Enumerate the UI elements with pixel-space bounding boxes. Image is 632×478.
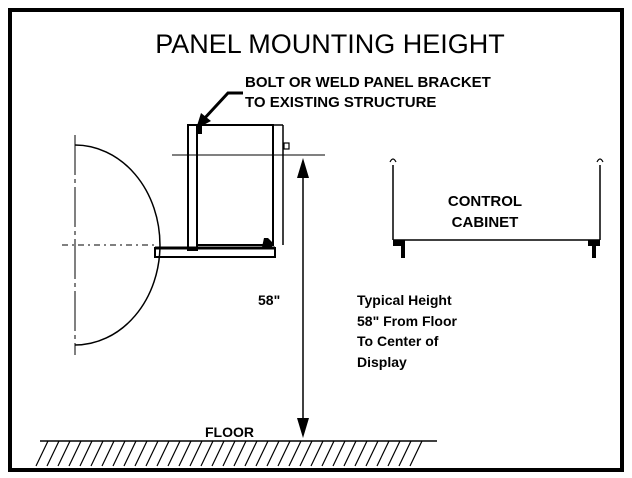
floor-hatch-stroke: [244, 440, 258, 467]
floor-hatch-stroke: [299, 440, 313, 467]
floor-hatch-stroke: [354, 440, 368, 467]
callout-line-2: TO EXISTING STRUCTURE: [245, 94, 436, 111]
floor-label: FLOOR: [205, 424, 254, 440]
floor-hatch-stroke: [266, 440, 280, 467]
floor-hatch-stroke: [167, 440, 181, 467]
cabinet-label-line-2: CABINET: [452, 214, 519, 231]
note-line-1: Typical Height: [357, 292, 452, 308]
dimension-arrow-top: [297, 158, 309, 178]
floor-hatch-stroke: [68, 440, 82, 467]
bracket-bolt-top: [196, 126, 202, 134]
cabinet-label-line-1: CONTROL: [448, 193, 522, 210]
floor-hatch-stroke: [79, 440, 93, 467]
callout-line-1: BOLT OR WELD PANEL BRACKET: [245, 74, 491, 91]
floor-hatch-stroke: [409, 440, 423, 467]
diagram-title: PANEL MOUNTING HEIGHT: [155, 29, 505, 59]
note-line-2: 58" From Floor: [357, 313, 458, 329]
floor-hatching: [35, 440, 423, 467]
floor-hatch-stroke: [310, 440, 324, 467]
floor-hatch-stroke: [101, 440, 115, 467]
floor-hatch-stroke: [134, 440, 148, 467]
display-half-circle: [74, 144, 161, 346]
floor-hatch-stroke: [376, 440, 390, 467]
panel-tab: [283, 142, 290, 150]
floor-hatch-stroke: [365, 440, 379, 467]
drawing-frame: [8, 8, 624, 472]
floor-hatch-stroke: [156, 440, 170, 467]
mounting-panel: [196, 124, 274, 246]
floor-hatch-stroke: [145, 440, 159, 467]
note-line-3: To Center of: [357, 333, 439, 349]
floor-hatch-stroke: [255, 440, 269, 467]
floor-hatch-stroke: [343, 440, 357, 467]
cabinet-foot-right: [588, 240, 600, 258]
floor-hatch-stroke: [387, 440, 401, 467]
floor-hatch-stroke: [398, 440, 412, 467]
cabinet-foot-left: [393, 240, 405, 258]
floor-hatch-stroke: [189, 440, 203, 467]
callout-leader: [201, 91, 243, 122]
floor-hatch-stroke: [332, 440, 346, 467]
floor-hatch-stroke: [123, 440, 137, 467]
bracket-bolt-bottom: [262, 238, 272, 247]
floor-hatch-stroke: [112, 440, 126, 467]
floor-hatch-stroke: [288, 440, 302, 467]
dimension-arrow-bottom: [297, 418, 309, 438]
cabinet-break-left: [389, 158, 397, 163]
floor-hatch-stroke: [90, 440, 104, 467]
floor-hatch-stroke: [222, 440, 236, 467]
floor-hatch-stroke: [321, 440, 335, 467]
note-line-4: Display: [357, 354, 407, 370]
cabinet-break-right: [596, 158, 604, 163]
floor-hatch-stroke: [46, 440, 60, 467]
floor-hatch-stroke: [57, 440, 71, 467]
floor-hatch-stroke: [277, 440, 291, 467]
floor-hatch-stroke: [211, 440, 225, 467]
dimension-label: 58": [258, 292, 280, 308]
floor-hatch-stroke: [178, 440, 192, 467]
floor-hatch-stroke: [200, 440, 214, 467]
floor-hatch-stroke: [35, 440, 49, 467]
floor-hatch-stroke: [233, 440, 247, 467]
wall-plate: [187, 124, 198, 251]
